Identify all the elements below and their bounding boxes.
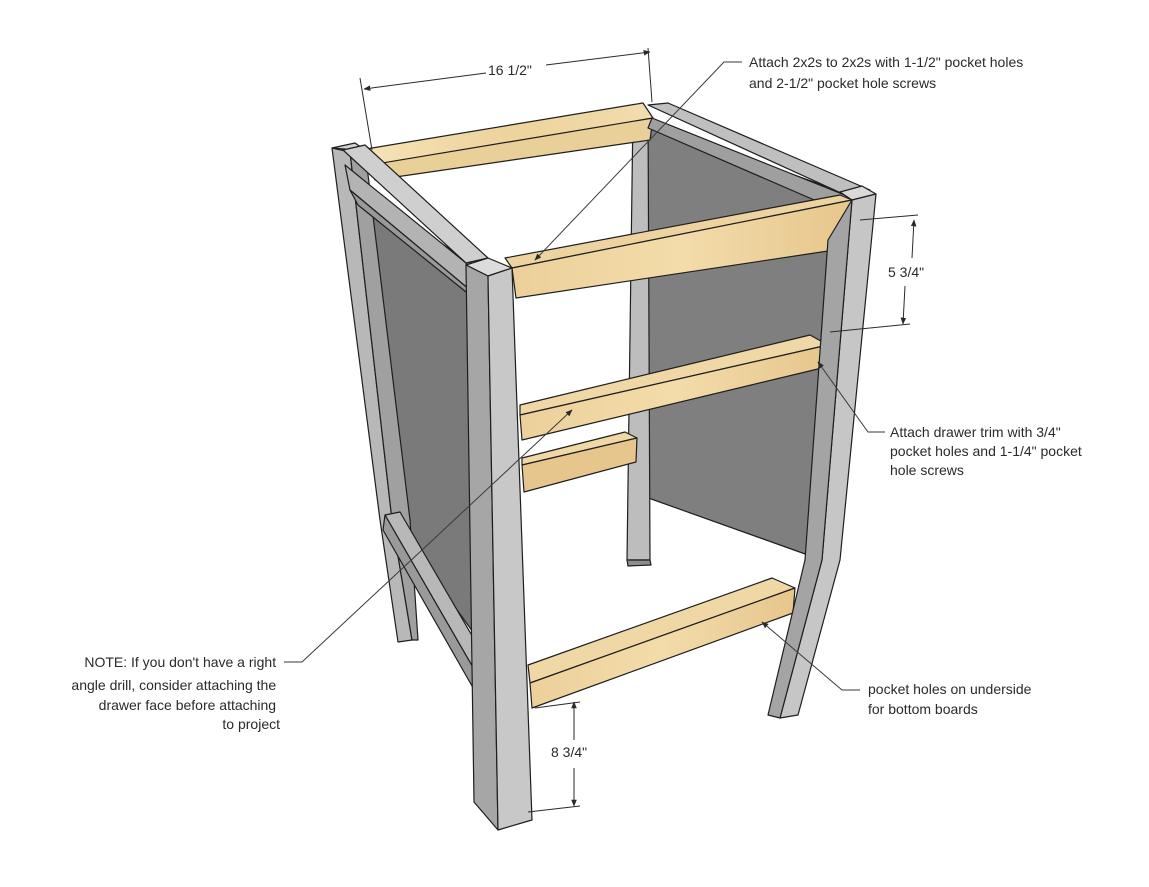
leg-back-right [626,109,652,567]
top-back-rail [359,102,654,181]
leader-bottom-boards [761,621,860,691]
dimension-label-8-3-4: 8 3/4" [551,744,587,760]
note-top-2x2: Attach 2x2s to 2x2s with 1-1/2" pocket h… [749,54,1027,91]
dimension-label-16-1-2: 16 1/2" [488,62,532,78]
note-drawer-trim-line-1: Attach drawer trim with 3/4" [890,424,1061,440]
dimension-label-5-3-4: 5 3/4" [888,264,924,280]
note-top-2x2-line-2: and 2-1/2" pocket hole screws [749,75,936,91]
bottom-front-rail [527,577,796,709]
note-bottom-boards: pocket holes on underside for bottom boa… [868,681,1035,717]
note-bottom-boards-line-2: for bottom boards [868,701,978,717]
note-right-angle-line-1: NOTE: If you don't have a right [84,654,276,670]
note-right-angle-line-2: angle drill, consider attaching the [71,677,276,693]
leg-front-right [767,185,877,719]
leg-front-left [465,257,533,831]
drawer-slide-rail [521,431,638,493]
note-drawer-trim-line-3: hole screws [890,462,964,478]
note-right-angle: NOTE: If you don't have a right angle dr… [71,654,280,732]
note-bottom-boards-line-1: pocket holes on underside [868,681,1032,697]
note-drawer-trim: Attach drawer trim with 3/4" pocket hole… [890,424,1086,478]
dimension-bottom-height: 8 3/4" [527,701,587,813]
note-right-angle-line-3: drawer face before attaching [99,697,276,713]
dimension-rail-spacing: 5 3/4" [829,214,924,333]
leader-right-angle [284,409,573,663]
leader-top-2x2 [534,61,742,261]
note-drawer-trim-line-2: pocket holes and 1-1/4" pocket [890,443,1082,459]
note-top-2x2-line-1: Attach 2x2s to 2x2s with 1-1/2" pocket h… [749,54,1023,70]
leader-drawer-trim [817,361,885,433]
top-front-rail [504,194,853,299]
note-right-angle-line-4: to project [222,716,280,732]
dimension-top-width: 16 1/2" [359,47,653,151]
